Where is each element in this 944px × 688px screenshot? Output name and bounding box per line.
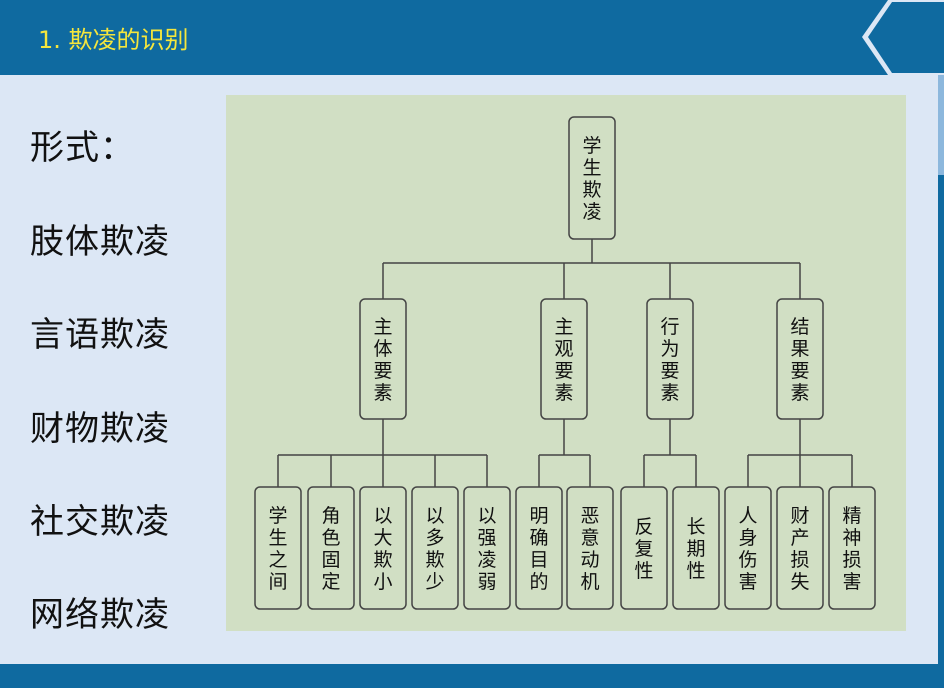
header-arrow-decoration xyxy=(862,0,944,75)
leaf-node-0-1: 角色固定 xyxy=(307,486,355,610)
right-edge-bar xyxy=(938,75,944,665)
leaf-node-3-1: 财产损失 xyxy=(776,486,824,610)
leaf-node-0-1-label: 角色固定 xyxy=(321,505,340,593)
leaf-node-2-0-label: 反复性 xyxy=(634,516,653,582)
category-node-1-label: 主观要素 xyxy=(554,316,573,404)
form-item-social: 社交欺凌 xyxy=(30,502,170,542)
leaf-node-3-1-box xyxy=(776,486,824,610)
leaf-node-0-1-box xyxy=(307,486,355,610)
leaf-node-0-3-box xyxy=(411,486,459,610)
leaf-node-3-2-box xyxy=(828,486,876,610)
leaf-node-1-0-label: 明确目的 xyxy=(529,505,548,593)
category-node-1: 主观要素 xyxy=(540,298,588,420)
leaf-node-1-1-label: 恶意动机 xyxy=(580,505,599,593)
root-node-label: 学生欺凌 xyxy=(582,135,601,223)
title-bar: 1. 欺凌的识别 xyxy=(0,0,944,75)
leaf-node-3-0: 人身伤害 xyxy=(724,486,772,610)
leaf-node-0-2: 以大欺小 xyxy=(359,486,407,610)
leaf-node-0-4-label: 以强凌弱 xyxy=(477,505,496,593)
category-node-0-label: 主体要素 xyxy=(373,316,392,404)
slide-title: 1. 欺凌的识别 xyxy=(38,26,189,54)
leaf-node-3-1-label: 财产损失 xyxy=(790,505,809,593)
leaf-node-0-3-label: 以多欺少 xyxy=(425,505,444,593)
leaf-node-0-2-label: 以大欺小 xyxy=(373,505,392,593)
leaf-node-1-1: 恶意动机 xyxy=(566,486,614,610)
leaf-node-0-0: 学生之间 xyxy=(254,486,302,610)
leaf-node-0-4-box xyxy=(463,486,511,610)
diagram-panel: 学生欺凌主体要素学生之间 角色固定 以大欺小 以多欺少 以强凌弱 主观要素明确目的 恶意动机… xyxy=(226,95,906,631)
category-node-2-label: 行为要素 xyxy=(660,316,679,404)
leaf-node-2-1-label: 长期性 xyxy=(686,516,705,582)
form-item-physical: 肢体欺凌 xyxy=(30,222,170,262)
leaf-node-1-0: 明确目的 xyxy=(515,486,563,610)
leaf-node-0-4: 以强凌弱 xyxy=(463,486,511,610)
leaf-node-3-0-label: 人身伤害 xyxy=(738,505,757,593)
leaf-node-1-1-box xyxy=(566,486,614,610)
form-item-online: 网络欺凌 xyxy=(30,595,170,635)
footer-bar xyxy=(0,664,944,688)
right-edge-highlight xyxy=(938,75,944,175)
leaf-node-1-0-box xyxy=(515,486,563,610)
leaf-node-2-1-box xyxy=(672,486,720,610)
category-node-0: 主体要素 xyxy=(359,298,407,420)
root-node: 学生欺凌 xyxy=(568,116,616,240)
leaf-node-3-0-box xyxy=(724,486,772,610)
leaf-node-2-1: 长期性 xyxy=(672,486,720,610)
forms-heading: 形式： xyxy=(30,128,135,168)
form-item-property: 财物欺凌 xyxy=(30,409,170,449)
leaf-node-0-0-label: 学生之间 xyxy=(268,505,287,593)
form-item-verbal: 言语欺凌 xyxy=(30,315,170,355)
leaf-node-0-2-box xyxy=(359,486,407,610)
category-node-3: 结果要素 xyxy=(776,298,824,420)
leaf-node-0-0-box xyxy=(254,486,302,610)
category-node-2: 行为要素 xyxy=(646,298,694,420)
leaf-node-3-2: 精神损害 xyxy=(828,486,876,610)
leaf-node-2-0-box xyxy=(620,486,668,610)
category-node-3-label: 结果要素 xyxy=(790,316,809,404)
leaf-node-3-2-label: 精神损害 xyxy=(842,505,861,593)
leaf-node-0-3: 以多欺少 xyxy=(411,486,459,610)
leaf-node-2-0: 反复性 xyxy=(620,486,668,610)
